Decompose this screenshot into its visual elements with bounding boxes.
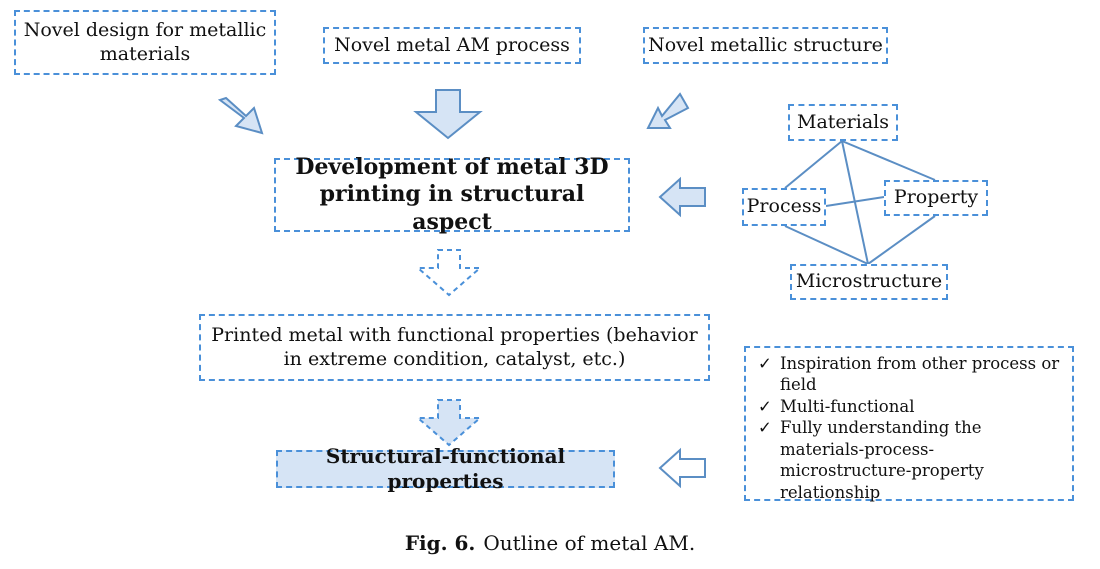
arrow-to-functional [415,249,483,297]
node-materials: Materials [788,104,898,141]
novel-am-process-box: Novel metal AM process [323,27,581,64]
novel-design-label: Novel design for metallic materials [23,18,267,65]
checklist-item-text: Fully understanding the materials-proces… [780,418,984,502]
checklist-item: ✓ Fully understanding the materials-proc… [758,417,1062,503]
functional-properties-box: Printed metal with functional properties… [199,314,710,381]
functional-properties-label: Printed metal with functional properties… [211,323,698,370]
edge-materials-property [841,140,936,181]
arrow-to-result [415,399,483,447]
tetrahedron-edges [784,140,936,265]
check-icon: ✓ [758,396,772,416]
caption-label: Fig. 6. [404,531,476,555]
edge-process-microstructure [784,225,869,265]
structural-functional-label: Structural-functional properties [325,444,566,493]
check-icon: ✓ [758,418,772,438]
novel-am-process-label: Novel metal AM process [334,33,570,56]
node-microstructure-label: Microstructure [795,270,943,293]
edge-process-property [825,196,885,207]
novel-structure-label: Novel metallic structure [648,33,883,56]
arrow-from-metallic-structure [646,92,690,129]
edge-materials-process [784,140,843,189]
node-process: Process [742,188,826,226]
checklist-item-text: Multi-functional [780,396,915,416]
figure-caption: Fig. 6. Outline of metal AM. [0,531,1100,555]
novel-structure-box: Novel metallic structure [643,27,888,64]
central-development-box: Development of metal 3D printing in stru… [274,154,630,235]
node-property: Property [884,180,988,216]
node-materials-label: Materials [797,110,889,133]
edge-property-microstructure [867,215,936,265]
caption-text: Outline of metal AM. [483,531,696,555]
check-icon: ✓ [758,354,772,373]
checklist-item: ✓ Inspiration from other process or fiel… [758,353,1062,396]
arrow-from-tetrahedron [658,176,706,218]
structural-functional-box: Structural-functional properties [276,444,615,493]
node-microstructure: Microstructure [790,264,948,300]
novel-design-box: Novel design for metallic materials [14,10,276,75]
arrow-from-checklist [658,447,706,489]
checklist-item-text: Inspiration from other process or field [780,354,1060,395]
node-process-label: Process [746,195,822,218]
checklist-box: ✓ Inspiration from other process or fiel… [744,346,1074,503]
central-development-label: Development of metal 3D printing in stru… [295,153,609,235]
arrow-from-materials-design [217,96,264,135]
checklist-item: ✓ Multi-functional [758,396,1062,417]
arrow-from-am-process [413,89,483,140]
node-property-label: Property [893,186,979,209]
